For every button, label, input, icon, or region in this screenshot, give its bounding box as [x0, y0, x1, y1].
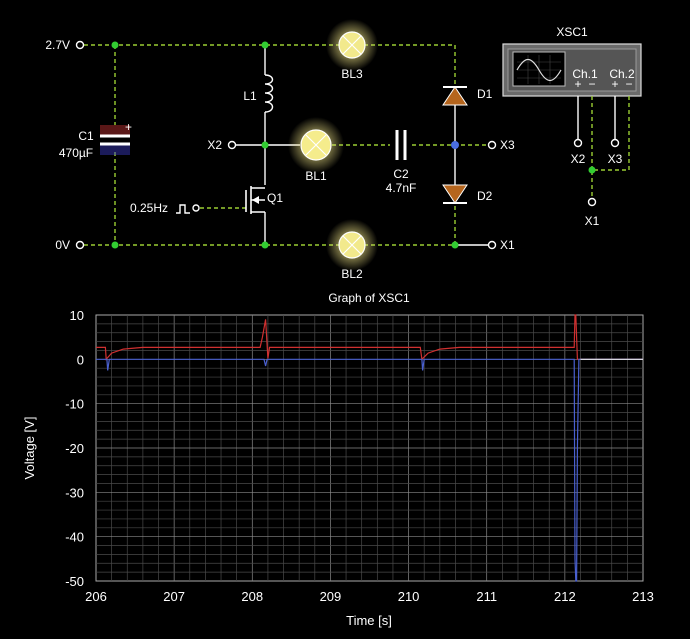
terminal-x1[interactable] [487, 240, 497, 250]
scope-input-x1[interactable] [587, 197, 597, 207]
transistor-q1[interactable] [245, 186, 265, 214]
x-tick-label: 210 [398, 589, 420, 604]
oscilloscope-xsc1[interactable]: XSC1 Ch.1 Ch.2 + − + − X2 X3 X1 [502, 25, 642, 228]
x3-label: X3 [500, 138, 515, 152]
diode-d1[interactable] [442, 86, 468, 106]
pulse-source-icon[interactable] [176, 204, 200, 214]
y-tick-label: 0 [77, 352, 84, 367]
scope-x3-label: X3 [608, 152, 623, 166]
terminal-supply[interactable] [75, 40, 85, 50]
bl2-name: BL2 [341, 267, 363, 281]
y-tick-label: -40 [65, 530, 84, 545]
bl3-name: BL3 [341, 67, 363, 81]
series-line-2 [96, 358, 643, 582]
node-dot [588, 166, 596, 174]
sine-wave-icon [516, 58, 562, 82]
x-tick-label: 212 [554, 589, 576, 604]
c1-plus-sign: + [125, 120, 132, 134]
x-tick-label: 213 [632, 589, 654, 604]
inductor-l1[interactable] [264, 74, 274, 113]
c1-value: 470µF [59, 146, 93, 160]
y-tick-label: -50 [65, 574, 84, 589]
terminal-ground[interactable] [75, 240, 85, 250]
graph-xsc1: Graph of XSC1 206 207 208 209 210 211 212 213 10… [22, 291, 654, 628]
terminal-x2[interactable] [227, 140, 237, 150]
diode-d2[interactable] [442, 184, 468, 204]
scope-ch1: Ch.1 [572, 67, 598, 81]
c1-name: C1 [78, 129, 94, 143]
y-axis-label: Voltage [V] [22, 417, 37, 480]
terminal-x3[interactable] [487, 140, 497, 150]
scope-x2-label: X2 [571, 152, 586, 166]
ch2-minus: − [625, 77, 632, 91]
node-dot [261, 141, 269, 149]
d2-name: D2 [477, 189, 493, 203]
x1-label: X1 [500, 238, 515, 252]
x-tick-label: 211 [476, 589, 497, 604]
node-dot [261, 41, 269, 49]
source-frequency: 0.25Hz [130, 201, 168, 215]
y-tick-label: -10 [65, 397, 84, 412]
l1-name: L1 [243, 89, 257, 103]
y-tick-label: 10 [70, 308, 84, 323]
ground-label: 0V [55, 238, 70, 252]
c2-name: C2 [393, 167, 409, 181]
node-dot [261, 241, 269, 249]
scope-ch2: Ch.2 [609, 67, 635, 81]
capacitor-c2[interactable] [395, 130, 407, 160]
ch2-plus: + [611, 77, 618, 91]
c2-value: 4.7nF [386, 181, 417, 195]
lamp-bl3[interactable] [326, 19, 378, 71]
ch1-minus: − [588, 77, 595, 91]
ch1-plus: + [574, 77, 581, 91]
scope-input-x2[interactable] [573, 138, 583, 148]
x-tick-label: 208 [241, 589, 263, 604]
lamp-bl1[interactable] [288, 117, 344, 173]
lamp-bl2[interactable] [326, 219, 378, 271]
series-line-1 [96, 314, 643, 361]
node-dot [451, 241, 459, 249]
x-axis-label: Time [s] [346, 613, 392, 628]
graph-series [96, 314, 643, 582]
node-dot [111, 41, 119, 49]
scope-x1-label: X1 [585, 214, 600, 228]
x-tick-label: 207 [163, 589, 185, 604]
supply-label: 2.7V [45, 38, 70, 52]
x-tick-label: 209 [320, 589, 342, 604]
x2-label: X2 [207, 138, 222, 152]
bl1-name: BL1 [305, 169, 327, 183]
scope-input-x3[interactable] [610, 138, 620, 148]
graph-ticks: 206 207 208 209 210 211 212 213 10 0 -10 -20 -30 -40 -… [65, 308, 654, 604]
graph-grid [95, 314, 644, 582]
scope-title: XSC1 [556, 25, 588, 39]
node-dot [451, 141, 459, 149]
y-tick-label: -30 [65, 485, 84, 500]
d1-name: D1 [477, 87, 493, 101]
graph-title: Graph of XSC1 [328, 291, 410, 305]
node-dot [111, 241, 119, 249]
capacitor-c1[interactable]: + [100, 120, 132, 155]
y-tick-label: -20 [65, 441, 84, 456]
schematic: + C1 470µF L1 Q1 0.25Hz BL3 [45, 19, 515, 281]
x-tick-label: 206 [85, 589, 107, 604]
q1-name: Q1 [267, 191, 283, 205]
